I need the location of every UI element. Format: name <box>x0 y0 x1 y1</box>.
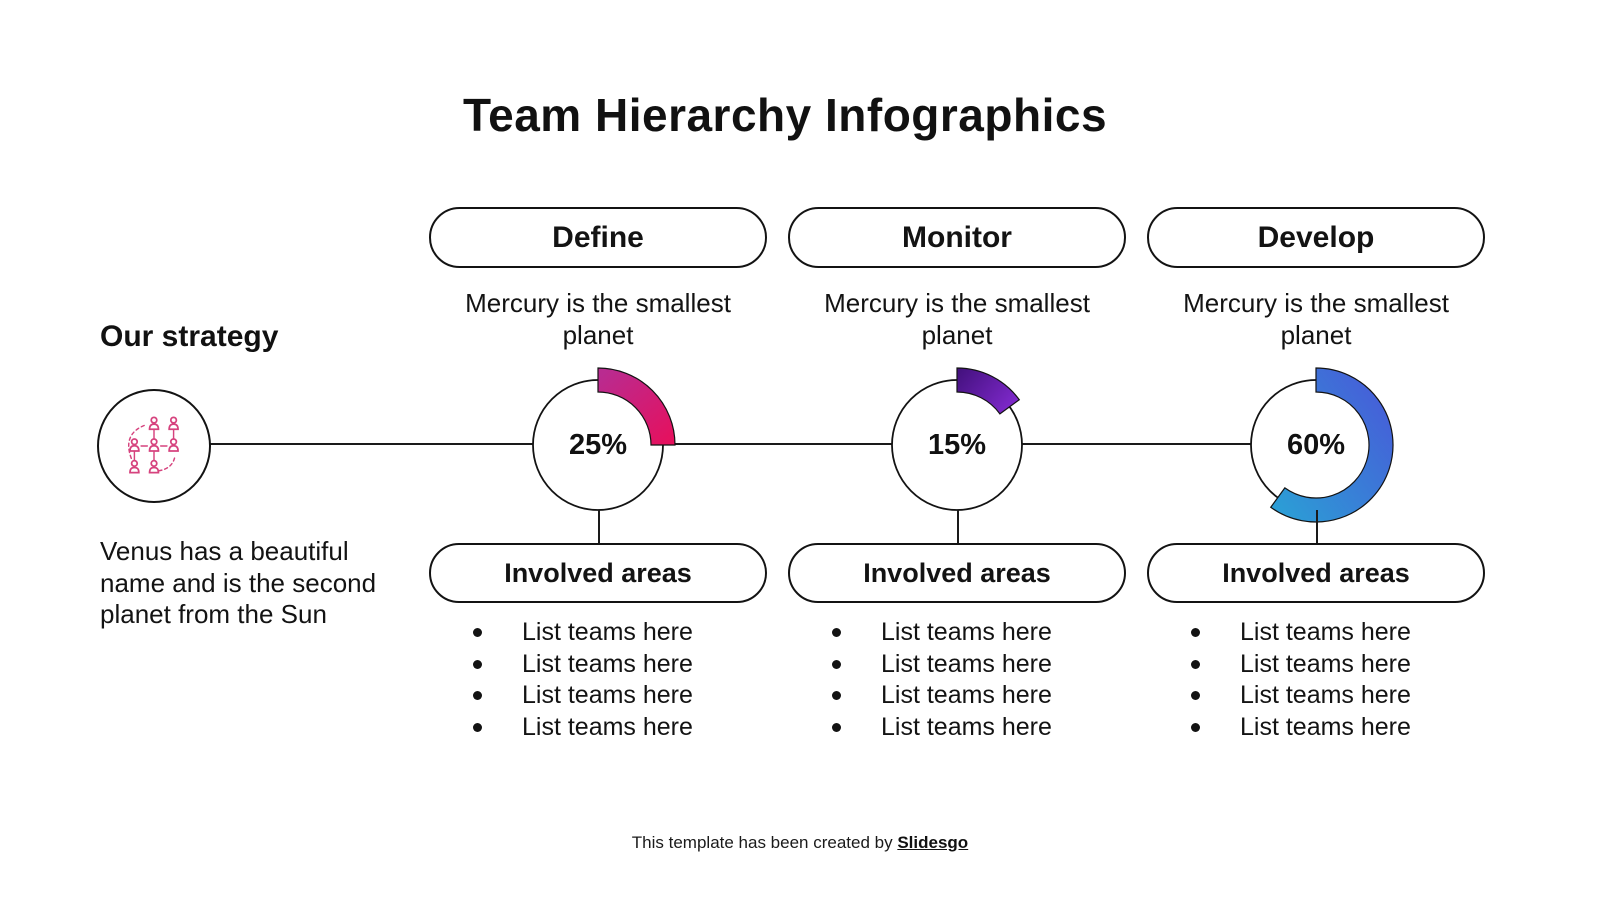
involved-areas-label: Involved areas <box>863 557 1051 588</box>
bullet-dot-icon <box>832 659 841 669</box>
page-title: Team Hierarchy Infographics <box>462 89 1108 141</box>
bullet-item: List teams here <box>429 649 767 681</box>
percent-label: 25% <box>568 429 628 461</box>
bullet-text: List teams here <box>1240 649 1411 678</box>
bullet-dot-icon <box>473 659 482 669</box>
involved-areas-pill: Involved areas <box>788 543 1126 603</box>
percent-label: 60% <box>1286 429 1346 461</box>
bullet-dot-icon <box>832 628 841 638</box>
donut-gauge-develop <box>1250 367 1394 523</box>
footer-credit-text: This template has been created by <box>631 833 893 852</box>
bullet-dot-icon <box>1191 628 1200 638</box>
bullet-dot-icon <box>473 722 482 732</box>
bullet-dot-icon <box>832 722 841 732</box>
involved-areas-pill: Involved areas <box>1147 543 1485 603</box>
phase-column-define: Define Mercury is the smallest planet 25… <box>429 207 767 777</box>
bullet-text: List teams here <box>881 649 1052 678</box>
connector-vertical-line <box>957 510 959 543</box>
slidesgo-link[interactable]: Slidesgo <box>897 833 969 852</box>
bullet-text: List teams here <box>522 712 693 741</box>
bullet-item: List teams here <box>429 712 767 744</box>
involved-areas-label: Involved areas <box>1222 557 1410 588</box>
phase-pill-define: Define <box>429 207 767 268</box>
bullet-item: List teams here <box>1147 617 1485 649</box>
bullet-item: List teams here <box>1147 680 1485 712</box>
donut-gauge-define <box>532 367 676 511</box>
strategy-heading: Our strategy <box>100 320 279 353</box>
bullet-item: List teams here <box>788 712 1126 744</box>
gauge-arc <box>956 367 1021 415</box>
bullet-text: List teams here <box>1240 712 1411 741</box>
bullet-item: List teams here <box>788 680 1126 712</box>
phase-pill-develop: Develop <box>1147 207 1485 268</box>
bullet-item: List teams here <box>429 680 767 712</box>
footer-credit: This template has been created by Slides… <box>0 833 1600 853</box>
bullet-text: List teams here <box>522 649 693 678</box>
gauge-arc <box>1269 367 1394 523</box>
phase-pill-label: Define <box>552 220 644 254</box>
bullet-dot-icon <box>473 628 482 638</box>
teams-list: List teams here List teams here List tea… <box>429 617 767 743</box>
bullet-text: List teams here <box>522 681 693 709</box>
phase-pill-label: Develop <box>1257 220 1375 254</box>
percent-label: 15% <box>927 429 987 461</box>
bullet-text: List teams here <box>881 681 1052 709</box>
bullet-dot-icon <box>1191 691 1200 701</box>
bullet-text: List teams here <box>1240 618 1411 646</box>
phase-pill-label: Monitor <box>902 220 1012 254</box>
bullet-item: List teams here <box>788 649 1126 681</box>
connector-vertical-line <box>598 510 600 543</box>
phase-subtitle: Mercury is the smallest planet <box>465 288 731 350</box>
bullet-text: List teams here <box>881 618 1052 646</box>
bullet-text: List teams here <box>881 712 1052 741</box>
involved-areas-label: Involved areas <box>504 557 692 588</box>
phase-subtitle: Mercury is the smallest planet <box>824 288 1090 350</box>
teams-list: List teams here List teams here List tea… <box>1147 617 1485 743</box>
phase-column-monitor: Monitor Mercury is the smallest planet 1… <box>788 207 1126 777</box>
bullet-item: List teams here <box>1147 712 1485 744</box>
strategy-icon-circle <box>97 389 211 503</box>
phase-pill-monitor: Monitor <box>788 207 1126 268</box>
bullet-dot-icon <box>1191 722 1200 732</box>
teams-list: List teams here List teams here List tea… <box>788 617 1126 743</box>
bullet-item: List teams here <box>788 617 1126 649</box>
phase-subtitle: Mercury is the smallest planet <box>1183 288 1449 350</box>
bullet-text: List teams here <box>1240 681 1411 709</box>
bullet-dot-icon <box>832 691 841 701</box>
strategy-description: Venus has a beautiful name and is the se… <box>100 536 377 629</box>
org-chart-icon <box>128 416 179 474</box>
donut-gauge-monitor <box>891 367 1023 511</box>
phase-column-develop: Develop Mercury is the smallest planet 6… <box>1147 207 1485 777</box>
bullet-dot-icon <box>1191 659 1200 669</box>
gauge-arc <box>597 367 676 446</box>
connector-horizontal-line <box>207 443 1251 445</box>
bullet-text: List teams here <box>522 618 693 646</box>
bullet-item: List teams here <box>429 617 767 649</box>
connector-vertical-line <box>1316 510 1318 543</box>
bullet-dot-icon <box>473 691 482 701</box>
bullet-item: List teams here <box>1147 649 1485 681</box>
involved-areas-pill: Involved areas <box>429 543 767 603</box>
